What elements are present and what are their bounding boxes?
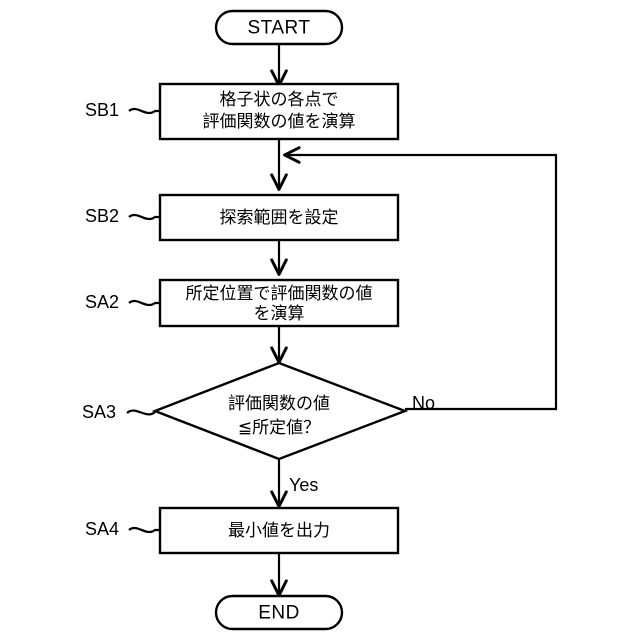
node-sb2-line1: 探索範囲を設定 bbox=[220, 208, 339, 228]
leader-line-sb2 bbox=[128, 213, 160, 221]
node-sa2-line1: 所定位置で評価関数の値 bbox=[186, 284, 373, 304]
node-sa3-line2: ≦所定値？ bbox=[238, 418, 320, 438]
node-end bbox=[214, 594, 344, 631]
leader-line-sa2 bbox=[128, 299, 160, 307]
ref-label-sa4: SA4 bbox=[85, 519, 119, 539]
branch-label-yes: Yes bbox=[289, 475, 318, 495]
leader-line-sa4 bbox=[128, 526, 160, 534]
edge-sa3-no-feedback-loop bbox=[283, 146, 558, 411]
node-sb1 bbox=[158, 82, 400, 141]
node-sb1-line2: 評価関数の値を演算 bbox=[203, 112, 356, 132]
leader-line-sa3 bbox=[126, 409, 156, 416]
node-sa4 bbox=[158, 506, 400, 555]
node-sa3 bbox=[151, 361, 409, 461]
leader-line-sb1 bbox=[128, 107, 160, 115]
ref-label-sb2: SB2 bbox=[85, 206, 119, 226]
node-sa2-line2: を演算 bbox=[254, 304, 305, 324]
ref-label-sa2: SA2 bbox=[85, 292, 119, 312]
ref-label-sb1: SB1 bbox=[85, 100, 119, 120]
branch-label-no: No bbox=[412, 393, 435, 413]
ref-label-sa3: SA3 bbox=[82, 402, 116, 422]
node-sb1-line1: 格子状の各点で bbox=[220, 90, 339, 110]
node-sa3-line1: 評価関数の値 bbox=[228, 394, 330, 414]
node-end-label: END bbox=[258, 603, 300, 624]
node-sa4-line1: 最小値を出力 bbox=[228, 521, 330, 541]
node-start-label: START bbox=[247, 18, 310, 39]
node-start bbox=[214, 9, 344, 46]
